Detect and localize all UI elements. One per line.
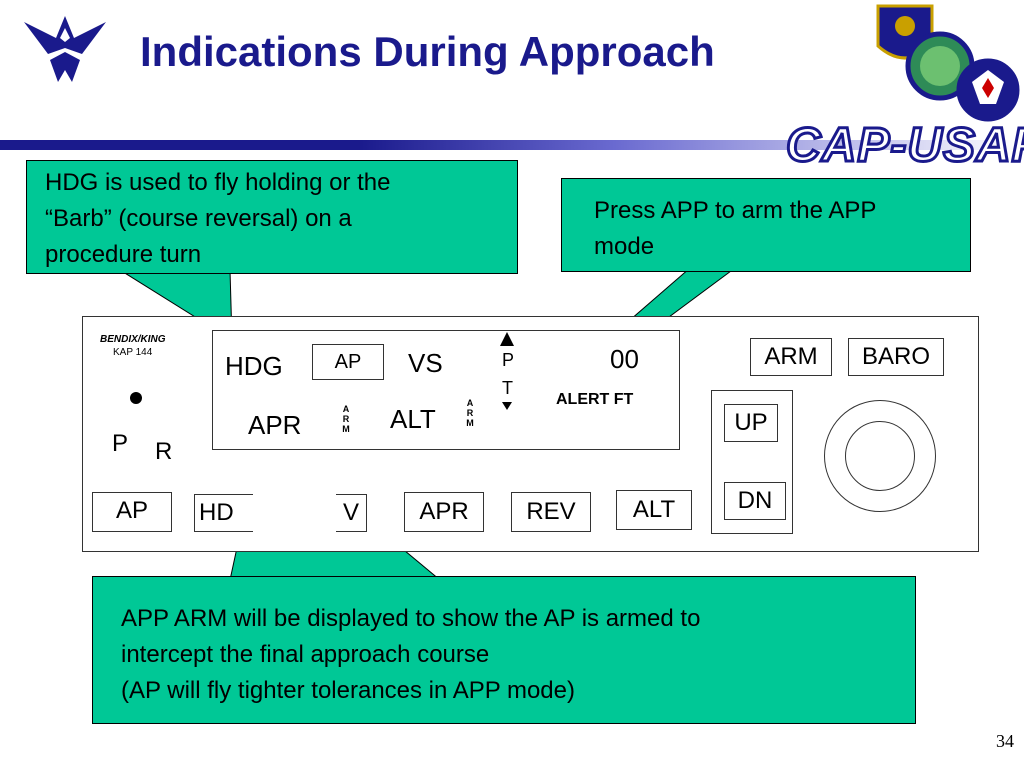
baro-knob[interactable] [824, 400, 936, 512]
pt-up-arrow-icon [500, 332, 514, 346]
page-title: Indications During Approach [140, 28, 715, 75]
arm-callout-text: APP ARM will be displayed to show the AP… [121, 605, 701, 704]
unit-emblems [860, 0, 1024, 130]
nav-button[interactable]: V [336, 494, 367, 532]
p-label: P [112, 430, 129, 457]
header-divider [0, 140, 1024, 150]
display-vs: VS [408, 348, 443, 378]
display-pt-p: P [502, 350, 515, 370]
display-pt-t: T [502, 378, 513, 398]
arm-button[interactable]: ARM [750, 338, 832, 376]
baro-button[interactable]: BARO [848, 338, 944, 376]
display-alt-value: 00 [610, 344, 639, 374]
alt-arm-indicator: ARM [466, 398, 474, 428]
panel-model: KAP 144 [113, 347, 153, 358]
up-button[interactable]: UP [724, 404, 778, 442]
hdg-button[interactable]: HD [194, 494, 253, 532]
dn-button[interactable]: DN [724, 482, 786, 520]
apr-button[interactable]: APR [404, 492, 484, 532]
panel-brand: BENDIX/KING [100, 334, 166, 345]
power-knob-dot [130, 392, 142, 404]
app-callout-text: Press APP to arm the APP mode [594, 197, 877, 260]
arm-callout: APP ARM will be displayed to show the AP… [92, 576, 916, 724]
display-alert-ft: ALERT FT [556, 391, 634, 408]
display-ap-indicator: AP [312, 344, 384, 380]
display-alt: ALT [390, 404, 436, 434]
air-force-logo [22, 8, 108, 84]
baro-knob-inner [845, 421, 915, 491]
r-label: R [155, 438, 173, 465]
apr-arm-indicator: ARM [342, 404, 350, 434]
hdg-callout-text: HDG is used to fly holding or the “Barb”… [45, 169, 391, 268]
hdg-callout: HDG is used to fly holding or the “Barb”… [26, 160, 518, 274]
app-callout: Press APP to arm the APP mode [561, 178, 971, 272]
page-number: 34 [996, 731, 1014, 751]
display-apr: APR [248, 410, 302, 440]
rev-button[interactable]: REV [511, 492, 591, 532]
mode-display [212, 330, 680, 450]
ap-button[interactable]: AP [92, 492, 172, 532]
alt-button[interactable]: ALT [616, 490, 692, 530]
pt-down-arrow-icon [502, 402, 512, 410]
cap-usaf-logo-text: CAP-USAF [785, 118, 1024, 174]
display-hdg: HDG [225, 351, 283, 381]
